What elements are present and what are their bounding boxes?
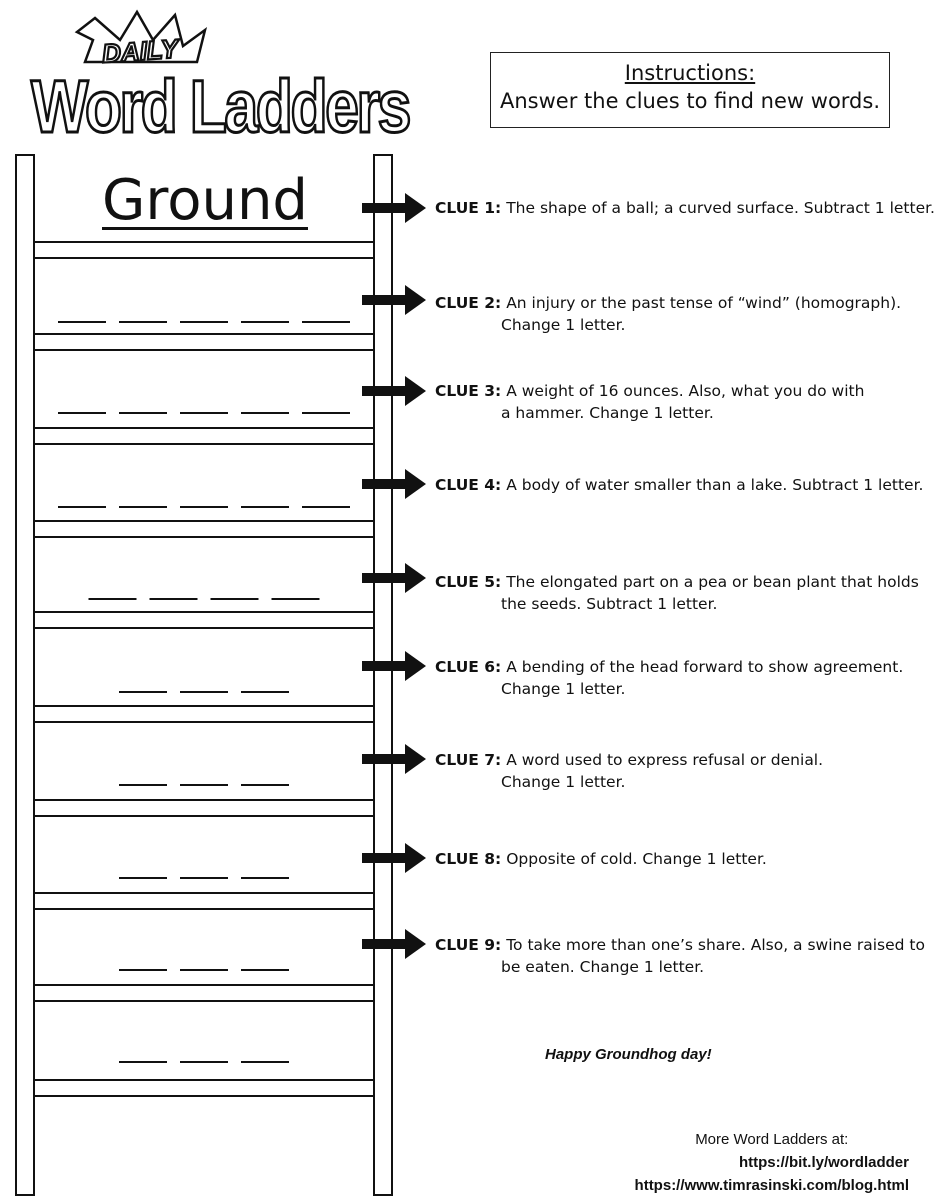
logo-starburst <box>74 9 208 64</box>
ladder-rung <box>33 705 375 723</box>
footer-note: Happy Groundhog day! <box>545 1046 712 1063</box>
clue-text-line1: An injury or the past tense of “wind” (h… <box>506 294 902 312</box>
clue-arrow-icon <box>362 193 426 223</box>
clue-text-line2: a hammer. Change 1 letter. <box>501 404 714 422</box>
start-word: Ground <box>102 168 308 233</box>
clue-8: CLUE 8: Opposite of cold. Change 1 lette… <box>435 848 767 870</box>
more-links: More Word Ladders at: https://bit.ly/wor… <box>635 1128 909 1197</box>
clue-9: CLUE 9: To take more than one’s share. A… <box>435 934 925 978</box>
ladder-rung <box>33 520 375 538</box>
clue-label: CLUE 5: <box>435 573 502 591</box>
clue-text-line1: To take more than one’s share. Also, a s… <box>506 936 925 954</box>
ladder-rung <box>33 427 375 445</box>
ladder-rung <box>33 984 375 1002</box>
more-label: More Word Ladders at: <box>695 1131 849 1148</box>
clue-text-line1: Opposite of cold. Change 1 letter. <box>506 850 767 868</box>
logo-daily-text: DAILY <box>101 33 182 68</box>
logo-main-text: Word Ladders <box>31 65 410 148</box>
ladder-rung <box>33 333 375 351</box>
instructions-title: Instructions: <box>624 61 756 85</box>
clue-5: CLUE 5: The elongated part on a pea or b… <box>435 571 919 615</box>
clue-text-line1: A bending of the head forward to show ag… <box>506 658 904 676</box>
link-bitly[interactable]: https://bit.ly/wordladder <box>738 1154 909 1171</box>
clue-text-line1: A body of water smaller than a lake. Sub… <box>506 476 924 494</box>
clue-text-line1: The elongated part on a pea or bean plan… <box>506 573 919 591</box>
clue-4: CLUE 4: A body of water smaller than a l… <box>435 474 923 496</box>
clue-text-line1: The shape of a ball; a curved surface. S… <box>506 199 935 217</box>
clue-label: CLUE 6: <box>435 658 502 676</box>
clue-arrow-icon <box>362 651 426 681</box>
ladder-rung <box>33 799 375 817</box>
clue-arrow-icon <box>362 376 426 406</box>
ladder-left-rail <box>15 154 35 1196</box>
instructions-text: Answer the clues to find new words. <box>500 89 880 113</box>
clue-7: CLUE 7: A word used to express refusal o… <box>435 749 823 793</box>
clue-text-line2: Change 1 letter. <box>501 316 626 334</box>
ladder-rung <box>33 892 375 910</box>
clue-arrow-icon <box>362 563 426 593</box>
clue-text-line1: A weight of 16 ounces. Also, what you do… <box>506 382 865 400</box>
word-ladders-logo: DAILY Word Ladders <box>30 9 414 150</box>
clue-3: CLUE 3: A weight of 16 ounces. Also, wha… <box>435 380 864 424</box>
clue-label: CLUE 1: <box>435 199 502 217</box>
ladder-rung <box>33 611 375 629</box>
clue-arrow-icon <box>362 469 426 499</box>
clue-label: CLUE 2: <box>435 294 502 312</box>
clue-label: CLUE 7: <box>435 751 502 769</box>
clue-label: CLUE 9: <box>435 936 502 954</box>
ladder-right-rail <box>373 154 393 1196</box>
clue-text-line1: A word used to express refusal or denial… <box>506 751 824 769</box>
clue-arrow-icon <box>362 744 426 774</box>
clue-arrow-icon <box>362 929 426 959</box>
clue-text-line2: Change 1 letter. <box>501 773 626 791</box>
clue-6: CLUE 6: A bending of the head forward to… <box>435 656 903 700</box>
clue-arrow-icon <box>362 843 426 873</box>
ladder-rung <box>33 241 375 259</box>
clue-label: CLUE 3: <box>435 382 502 400</box>
clue-text-line2: be eaten. Change 1 letter. <box>501 958 705 976</box>
clue-label: CLUE 8: <box>435 850 502 868</box>
clue-text-line2: Change 1 letter. <box>501 680 626 698</box>
clue-1: CLUE 1: The shape of a ball; a curved su… <box>435 197 935 219</box>
instructions-box: Instructions: Answer the clues to find n… <box>490 52 890 128</box>
clue-label: CLUE 4: <box>435 476 502 494</box>
ladder-rung <box>33 1079 375 1097</box>
clue-arrow-icon <box>362 285 426 315</box>
clue-text-line2: the seeds. Subtract 1 letter. <box>501 595 718 613</box>
clue-2: CLUE 2: An injury or the past tense of “… <box>435 292 901 336</box>
link-blog[interactable]: https://www.timrasinski.com/blog.html <box>634 1177 909 1194</box>
